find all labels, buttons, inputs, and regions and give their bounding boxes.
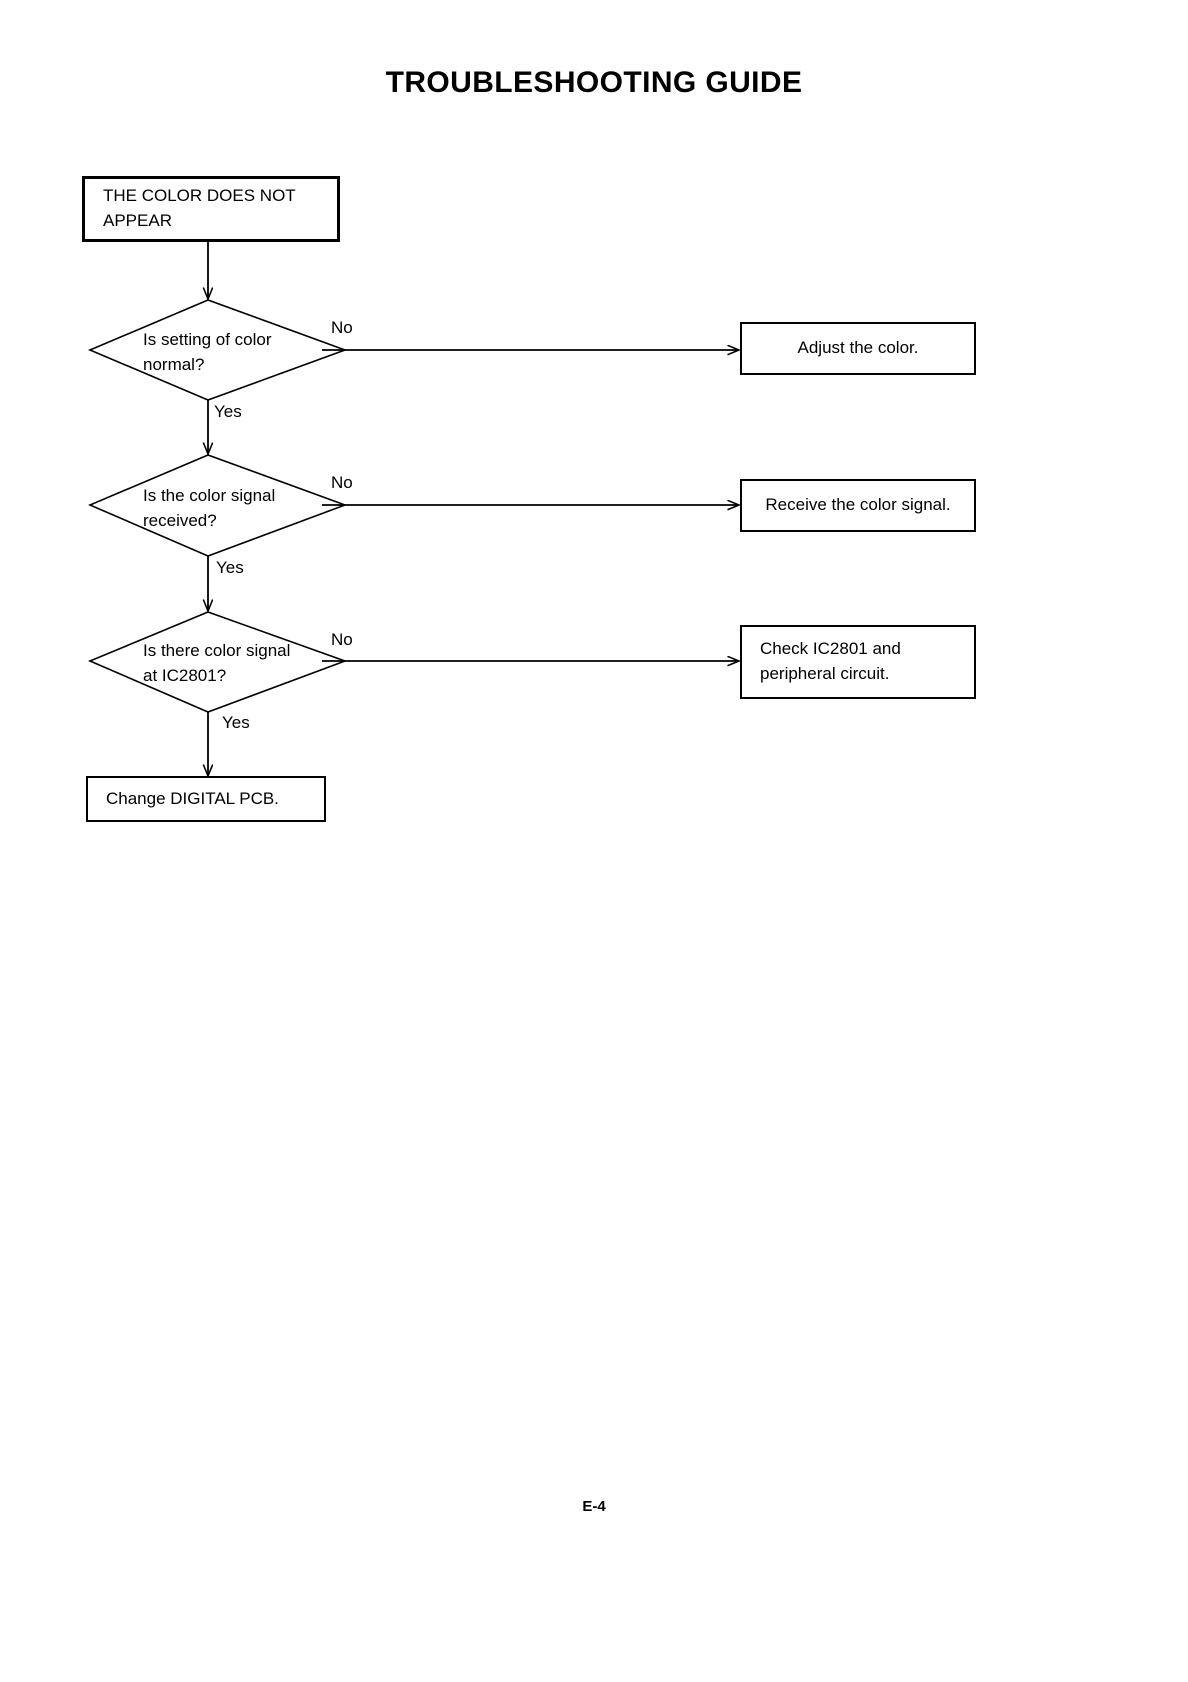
branch-label-no-1: No <box>331 318 353 337</box>
branch-label-no-2: No <box>331 473 353 492</box>
branch-label-yes-1: Yes <box>214 402 242 421</box>
end-box-change-digital-pcb: Change DIGITAL PCB. <box>86 776 326 822</box>
branch-label-yes-3: Yes <box>222 713 250 732</box>
action-box-receive-color-signal: Receive the color signal. <box>740 479 976 532</box>
action-box-adjust-color: Adjust the color. <box>740 322 976 375</box>
decision-label-setting-of-color: Is setting of color normal? <box>143 330 272 374</box>
action-box-adjust-color-label: Adjust the color. <box>797 338 919 358</box>
page-title: TROUBLESHOOTING GUIDE <box>385 66 803 99</box>
start-box: THE COLOR DOES NOT APPEAR <box>82 176 340 242</box>
start-box-label: THE COLOR DOES NOT APPEAR <box>103 186 296 230</box>
decision-label-color-signal-at-ic2801: Is there color signal at IC2801? <box>143 641 291 685</box>
end-box-change-digital-pcb-label: Change DIGITAL PCB. <box>106 788 279 808</box>
action-box-check-ic2801: Check IC2801 and peripheral circuit. <box>740 625 976 699</box>
action-box-receive-color-signal-label: Receive the color signal. <box>765 495 951 515</box>
action-box-check-ic2801-label: Check IC2801 and peripheral circuit. <box>760 639 901 683</box>
branch-label-yes-2: Yes <box>216 558 244 577</box>
decision-label-color-signal-received: Is the color signal received? <box>143 486 276 530</box>
branch-label-no-3: No <box>331 630 353 649</box>
page-footer: E-4 <box>582 1498 606 1515</box>
